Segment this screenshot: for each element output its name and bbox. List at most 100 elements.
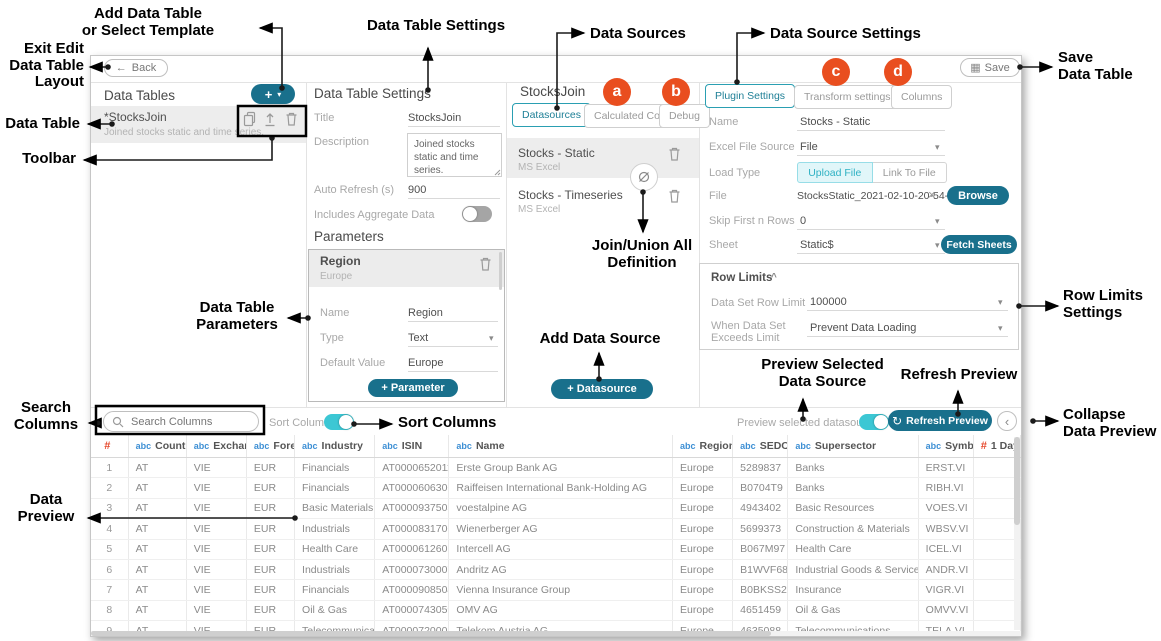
- vertical-scrollbar-thumb[interactable]: [1014, 437, 1020, 525]
- file-value: StocksStatic_2021-02-10-20-54-1...: [797, 190, 963, 202]
- refresh-preview-button[interactable]: ↻ Refresh Preview: [888, 410, 992, 431]
- table-cell: AT: [128, 600, 187, 622]
- sort-columns-toggle[interactable]: [324, 414, 354, 430]
- trash-icon[interactable]: [285, 111, 298, 127]
- back-button[interactable]: ← Back: [104, 59, 168, 77]
- datasource-item-static[interactable]: [507, 138, 699, 178]
- caret-down-icon[interactable]: ▾: [935, 142, 940, 152]
- auto-refresh-input[interactable]: 900: [408, 184, 427, 196]
- close-icon[interactable]: ×: [928, 187, 936, 202]
- save-button[interactable]: ▦ Save: [960, 58, 1020, 77]
- parameter-card-header[interactable]: [309, 250, 504, 287]
- add-datasource-button[interactable]: + Datasource: [551, 379, 653, 399]
- tab-datasources[interactable]: Datasources: [512, 103, 591, 127]
- tab-columns[interactable]: Columns: [891, 85, 953, 109]
- fetch-sheets-button[interactable]: Fetch Sheets: [941, 235, 1017, 254]
- trash-icon[interactable]: [668, 188, 681, 204]
- parameter-default: Europe: [320, 271, 353, 282]
- table-cell: ANDR.VI: [918, 559, 974, 581]
- copy-icon[interactable]: [243, 111, 257, 127]
- caret-down-icon[interactable]: ▾: [489, 333, 494, 343]
- skip-rows-select[interactable]: 0: [800, 215, 807, 227]
- param-default-input[interactable]: Europe: [408, 357, 444, 369]
- chevron-up-icon[interactable]: ^: [771, 272, 777, 283]
- name-input[interactable]: Stocks - Static: [800, 116, 871, 128]
- table-cell: Europe: [672, 498, 734, 520]
- exceeds-label-line1: When Data Set: [711, 320, 786, 332]
- collapse-preview-button[interactable]: ‹: [997, 411, 1017, 431]
- description-label: Description: [314, 136, 370, 148]
- caret-down-icon[interactable]: ▾: [935, 240, 940, 250]
- data-preview-grid: #abcCountryabcExchangeabcForexabcIndustr…: [91, 435, 1021, 632]
- table-row: 9ATVIEEURTelecommunicationsAT0000720008T…: [91, 620, 1021, 632]
- resize-handle-icon[interactable]: [494, 169, 501, 176]
- table-cell: VIE: [186, 477, 247, 499]
- param-name-input[interactable]: Region: [408, 307, 443, 319]
- tab-debug[interactable]: Debug: [659, 104, 710, 128]
- upload-file-segment[interactable]: Upload File: [797, 162, 873, 183]
- table-cell: Industrials: [294, 518, 376, 540]
- vertical-scrollbar: [1014, 437, 1020, 630]
- row-limits-heading: Row Limits: [711, 272, 773, 284]
- row-limit-select[interactable]: 100000: [810, 296, 847, 308]
- table-cell: WBSV.VI: [918, 518, 974, 540]
- add-parameter-button[interactable]: + Parameter: [368, 379, 458, 397]
- search-columns-input[interactable]: [129, 414, 243, 429]
- parameter-name: Region: [320, 254, 361, 268]
- table-cell: AT: [128, 477, 187, 499]
- parameters-heading: Parameters: [314, 229, 384, 244]
- sheet-select[interactable]: Static$: [800, 239, 834, 251]
- horizontal-scrollbar-thumb[interactable]: [91, 631, 771, 636]
- table-cell: VIE: [186, 498, 247, 520]
- refresh-preview-label: Refresh Preview: [906, 414, 988, 427]
- table-cell: AT0000908504: [374, 579, 450, 601]
- trash-icon[interactable]: [668, 146, 681, 162]
- upload-icon[interactable]: [263, 111, 277, 127]
- caret-down-icon[interactable]: ▾: [998, 297, 1003, 307]
- table-cell: EUR: [246, 559, 296, 581]
- table-cell: Banks: [787, 477, 919, 499]
- join-union-button[interactable]: [630, 163, 658, 191]
- aggregate-toggle[interactable]: [462, 206, 492, 222]
- table-cell: Europe: [672, 620, 734, 632]
- card-scrollbar[interactable]: [499, 252, 502, 290]
- param-type-select[interactable]: Text: [408, 332, 429, 344]
- table-cell: Telecommunications: [787, 620, 919, 632]
- aggregate-label: Includes Aggregate Data: [314, 209, 435, 221]
- column-header: abcSEDOL: [732, 435, 789, 458]
- browse-button[interactable]: Browse: [947, 186, 1009, 205]
- table-cell: 6: [91, 559, 129, 581]
- data-table-description: Joined stocks static and time series.: [104, 127, 265, 138]
- trash-icon[interactable]: [479, 256, 492, 272]
- chevron-left-icon: ‹: [1004, 413, 1010, 429]
- description-textarea[interactable]: Joined stocks static and time series.: [407, 133, 502, 177]
- caret-down-icon[interactable]: ▾: [998, 323, 1003, 333]
- table-cell: VIGR.VI: [918, 579, 974, 601]
- title-input[interactable]: StocksJoin: [408, 112, 462, 124]
- table-cell: Europe: [672, 579, 734, 601]
- excel-source-select[interactable]: File: [800, 141, 818, 153]
- caret-down-icon[interactable]: ▾: [935, 216, 940, 226]
- tab-transform-settings[interactable]: Transform settings: [794, 85, 901, 109]
- table-cell: 8: [91, 600, 129, 622]
- title-label: Title: [314, 112, 335, 124]
- exceeds-select[interactable]: Prevent Data Loading: [810, 322, 917, 334]
- link-to-file-segment[interactable]: Link To File: [872, 162, 947, 183]
- add-data-table-button[interactable]: + ▾: [251, 84, 295, 104]
- preview-selected-toggle[interactable]: [859, 414, 889, 430]
- table-cell: AT0000612601: [374, 539, 450, 560]
- table-cell: VIE: [186, 518, 247, 540]
- table-cell: EUR: [246, 539, 296, 560]
- table-cell: Banks: [787, 457, 919, 479]
- table-cell: Europe: [672, 457, 734, 479]
- tab-plugin-settings[interactable]: Plugin Settings: [705, 84, 796, 108]
- sheet-label: Sheet: [709, 239, 738, 251]
